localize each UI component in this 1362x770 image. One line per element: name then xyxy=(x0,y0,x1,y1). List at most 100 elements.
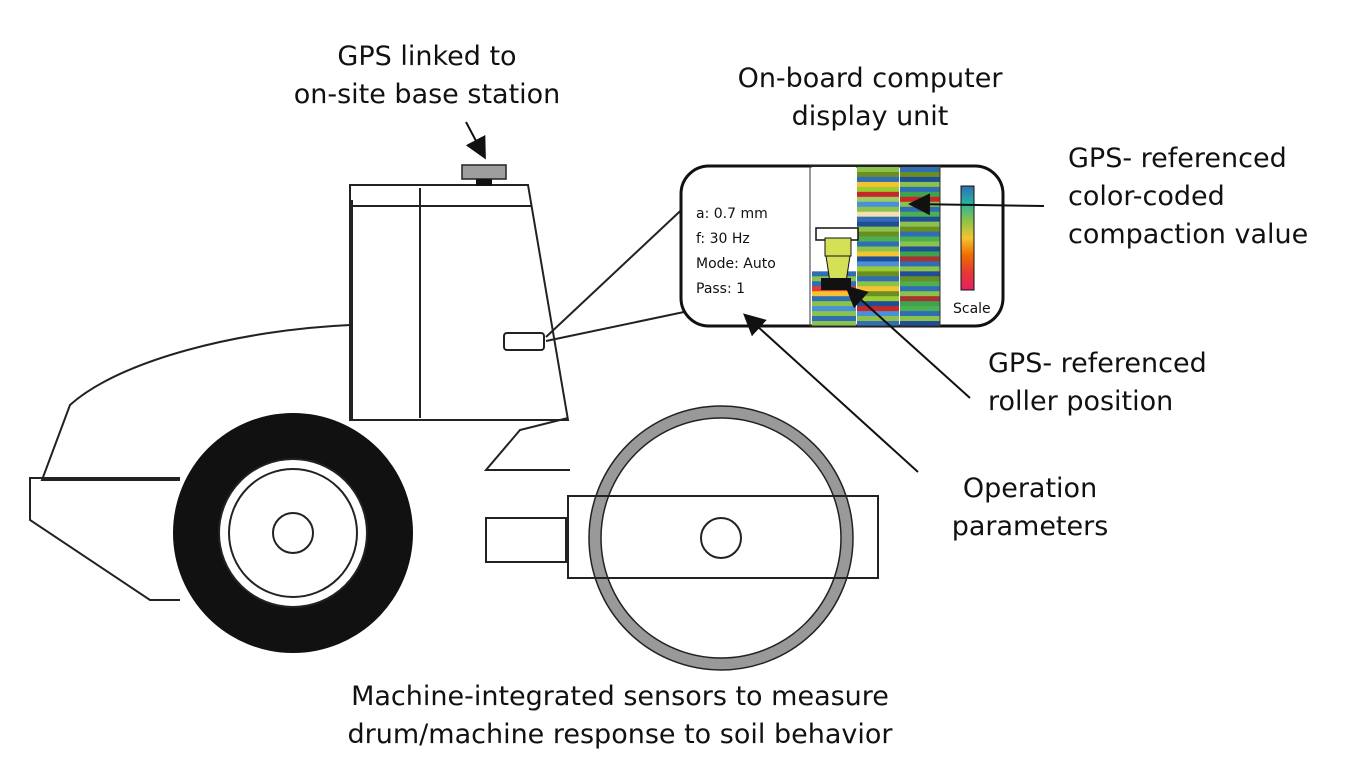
compaction-cell xyxy=(857,216,899,223)
compaction-cell xyxy=(857,246,899,252)
gps-antenna xyxy=(461,164,507,186)
compaction-cell xyxy=(812,216,856,223)
compaction-cell xyxy=(857,251,899,257)
rear-wheel xyxy=(173,413,413,653)
compaction-cell xyxy=(900,261,940,267)
engine-hood xyxy=(40,324,351,481)
compaction-cell xyxy=(900,236,940,242)
compaction-cell xyxy=(812,306,856,312)
compaction-cell xyxy=(812,221,856,228)
compaction-cell xyxy=(900,196,940,203)
compaction-cell xyxy=(812,176,856,183)
arrow-gps-antenna xyxy=(465,121,486,160)
label-roller-position: GPS- referenced roller position xyxy=(988,348,1207,417)
compaction-cell xyxy=(900,301,940,307)
compaction-cell xyxy=(857,241,899,247)
compaction-cell xyxy=(900,246,940,252)
compaction-cell xyxy=(857,271,899,277)
arrow-operation-parameters xyxy=(743,313,919,473)
compaction-cell xyxy=(812,316,856,322)
compaction-cell xyxy=(857,231,899,237)
roller-position-icon xyxy=(815,227,859,290)
compaction-cell xyxy=(900,226,940,232)
param-pass: Pass: 1 xyxy=(696,281,745,297)
compaction-cell xyxy=(900,216,940,223)
compaction-cell xyxy=(900,231,940,237)
param-mode: Mode: Auto xyxy=(696,256,776,272)
compaction-cell xyxy=(812,206,856,213)
param-amplitude: a: 0.7 mm xyxy=(696,206,768,222)
label-gps-base-station: GPS linked to on-site base station xyxy=(293,41,561,110)
compaction-cell xyxy=(857,236,899,242)
compaction-cell xyxy=(900,176,940,183)
arrow-roller-position xyxy=(845,285,971,399)
label-compaction-value: GPS- referenced color-coded compaction v… xyxy=(1068,143,1309,250)
compaction-cell xyxy=(900,181,940,188)
compaction-cell xyxy=(812,291,856,297)
compaction-cell xyxy=(900,276,940,282)
compaction-cell xyxy=(857,291,899,297)
compaction-cell xyxy=(900,316,940,322)
compaction-cell xyxy=(900,167,940,173)
compaction-cell xyxy=(900,211,940,218)
compaction-cell xyxy=(900,191,940,198)
compaction-cell xyxy=(900,291,940,297)
compaction-cell xyxy=(900,251,940,257)
compaction-cell xyxy=(857,281,899,287)
compaction-cell xyxy=(900,171,940,178)
compaction-cell xyxy=(900,221,940,228)
display-callout-lines xyxy=(545,199,693,342)
compaction-cell xyxy=(857,256,899,262)
compaction-cell xyxy=(812,186,856,193)
compaction-cell xyxy=(900,311,940,317)
compaction-cell xyxy=(857,167,899,173)
compaction-cell xyxy=(857,191,899,198)
compaction-cell xyxy=(857,276,899,282)
compaction-cell xyxy=(857,261,899,267)
compaction-cell xyxy=(812,211,856,218)
compaction-cell xyxy=(900,256,940,262)
label-operation-parameters: Operation parameters xyxy=(951,473,1109,542)
compaction-cell xyxy=(812,201,856,208)
compaction-cell xyxy=(857,171,899,178)
compaction-cell xyxy=(857,181,899,188)
cab-outline xyxy=(349,184,570,421)
compaction-cell xyxy=(812,311,856,317)
compaction-cell xyxy=(900,266,940,272)
scale-label: Scale xyxy=(953,301,991,317)
compaction-cell xyxy=(812,321,856,327)
compaction-cell xyxy=(812,171,856,178)
compaction-cell xyxy=(900,281,940,287)
compaction-cell xyxy=(812,296,856,302)
operation-parameters-list: a: 0.7 mm f: 30 Hz Mode: Auto Pass: 1 xyxy=(696,206,776,297)
compaction-cell xyxy=(857,226,899,232)
color-scale-bar xyxy=(960,185,975,291)
compaction-cell xyxy=(857,266,899,272)
compaction-cell xyxy=(857,201,899,208)
compaction-cell xyxy=(812,191,856,198)
compaction-cell xyxy=(812,181,856,188)
compaction-cell xyxy=(857,206,899,213)
compaction-cell xyxy=(900,271,940,277)
compaction-cell xyxy=(857,321,899,327)
compaction-cell xyxy=(812,301,856,307)
compaction-strip-3 xyxy=(900,167,940,327)
compaction-cell xyxy=(857,221,899,228)
chassis-frame xyxy=(483,417,570,471)
compaction-cell xyxy=(857,316,899,322)
compaction-cell xyxy=(812,196,856,203)
label-onboard-computer: On-board computer display unit xyxy=(737,63,1003,132)
display-unit: a: 0.7 mm f: 30 Hz Mode: Auto Pass: 1 Sc… xyxy=(679,164,1005,328)
compaction-cell xyxy=(900,306,940,312)
compaction-strip-2 xyxy=(857,167,899,327)
cab-handle xyxy=(503,332,545,351)
pointer-arrows xyxy=(465,121,1045,473)
compaction-cell xyxy=(857,186,899,193)
drum-connector xyxy=(485,517,567,563)
compaction-cell xyxy=(812,167,856,173)
compaction-cell xyxy=(857,286,899,292)
compaction-cell xyxy=(857,296,899,302)
compaction-cell xyxy=(857,196,899,203)
rear-bumper xyxy=(29,477,180,601)
